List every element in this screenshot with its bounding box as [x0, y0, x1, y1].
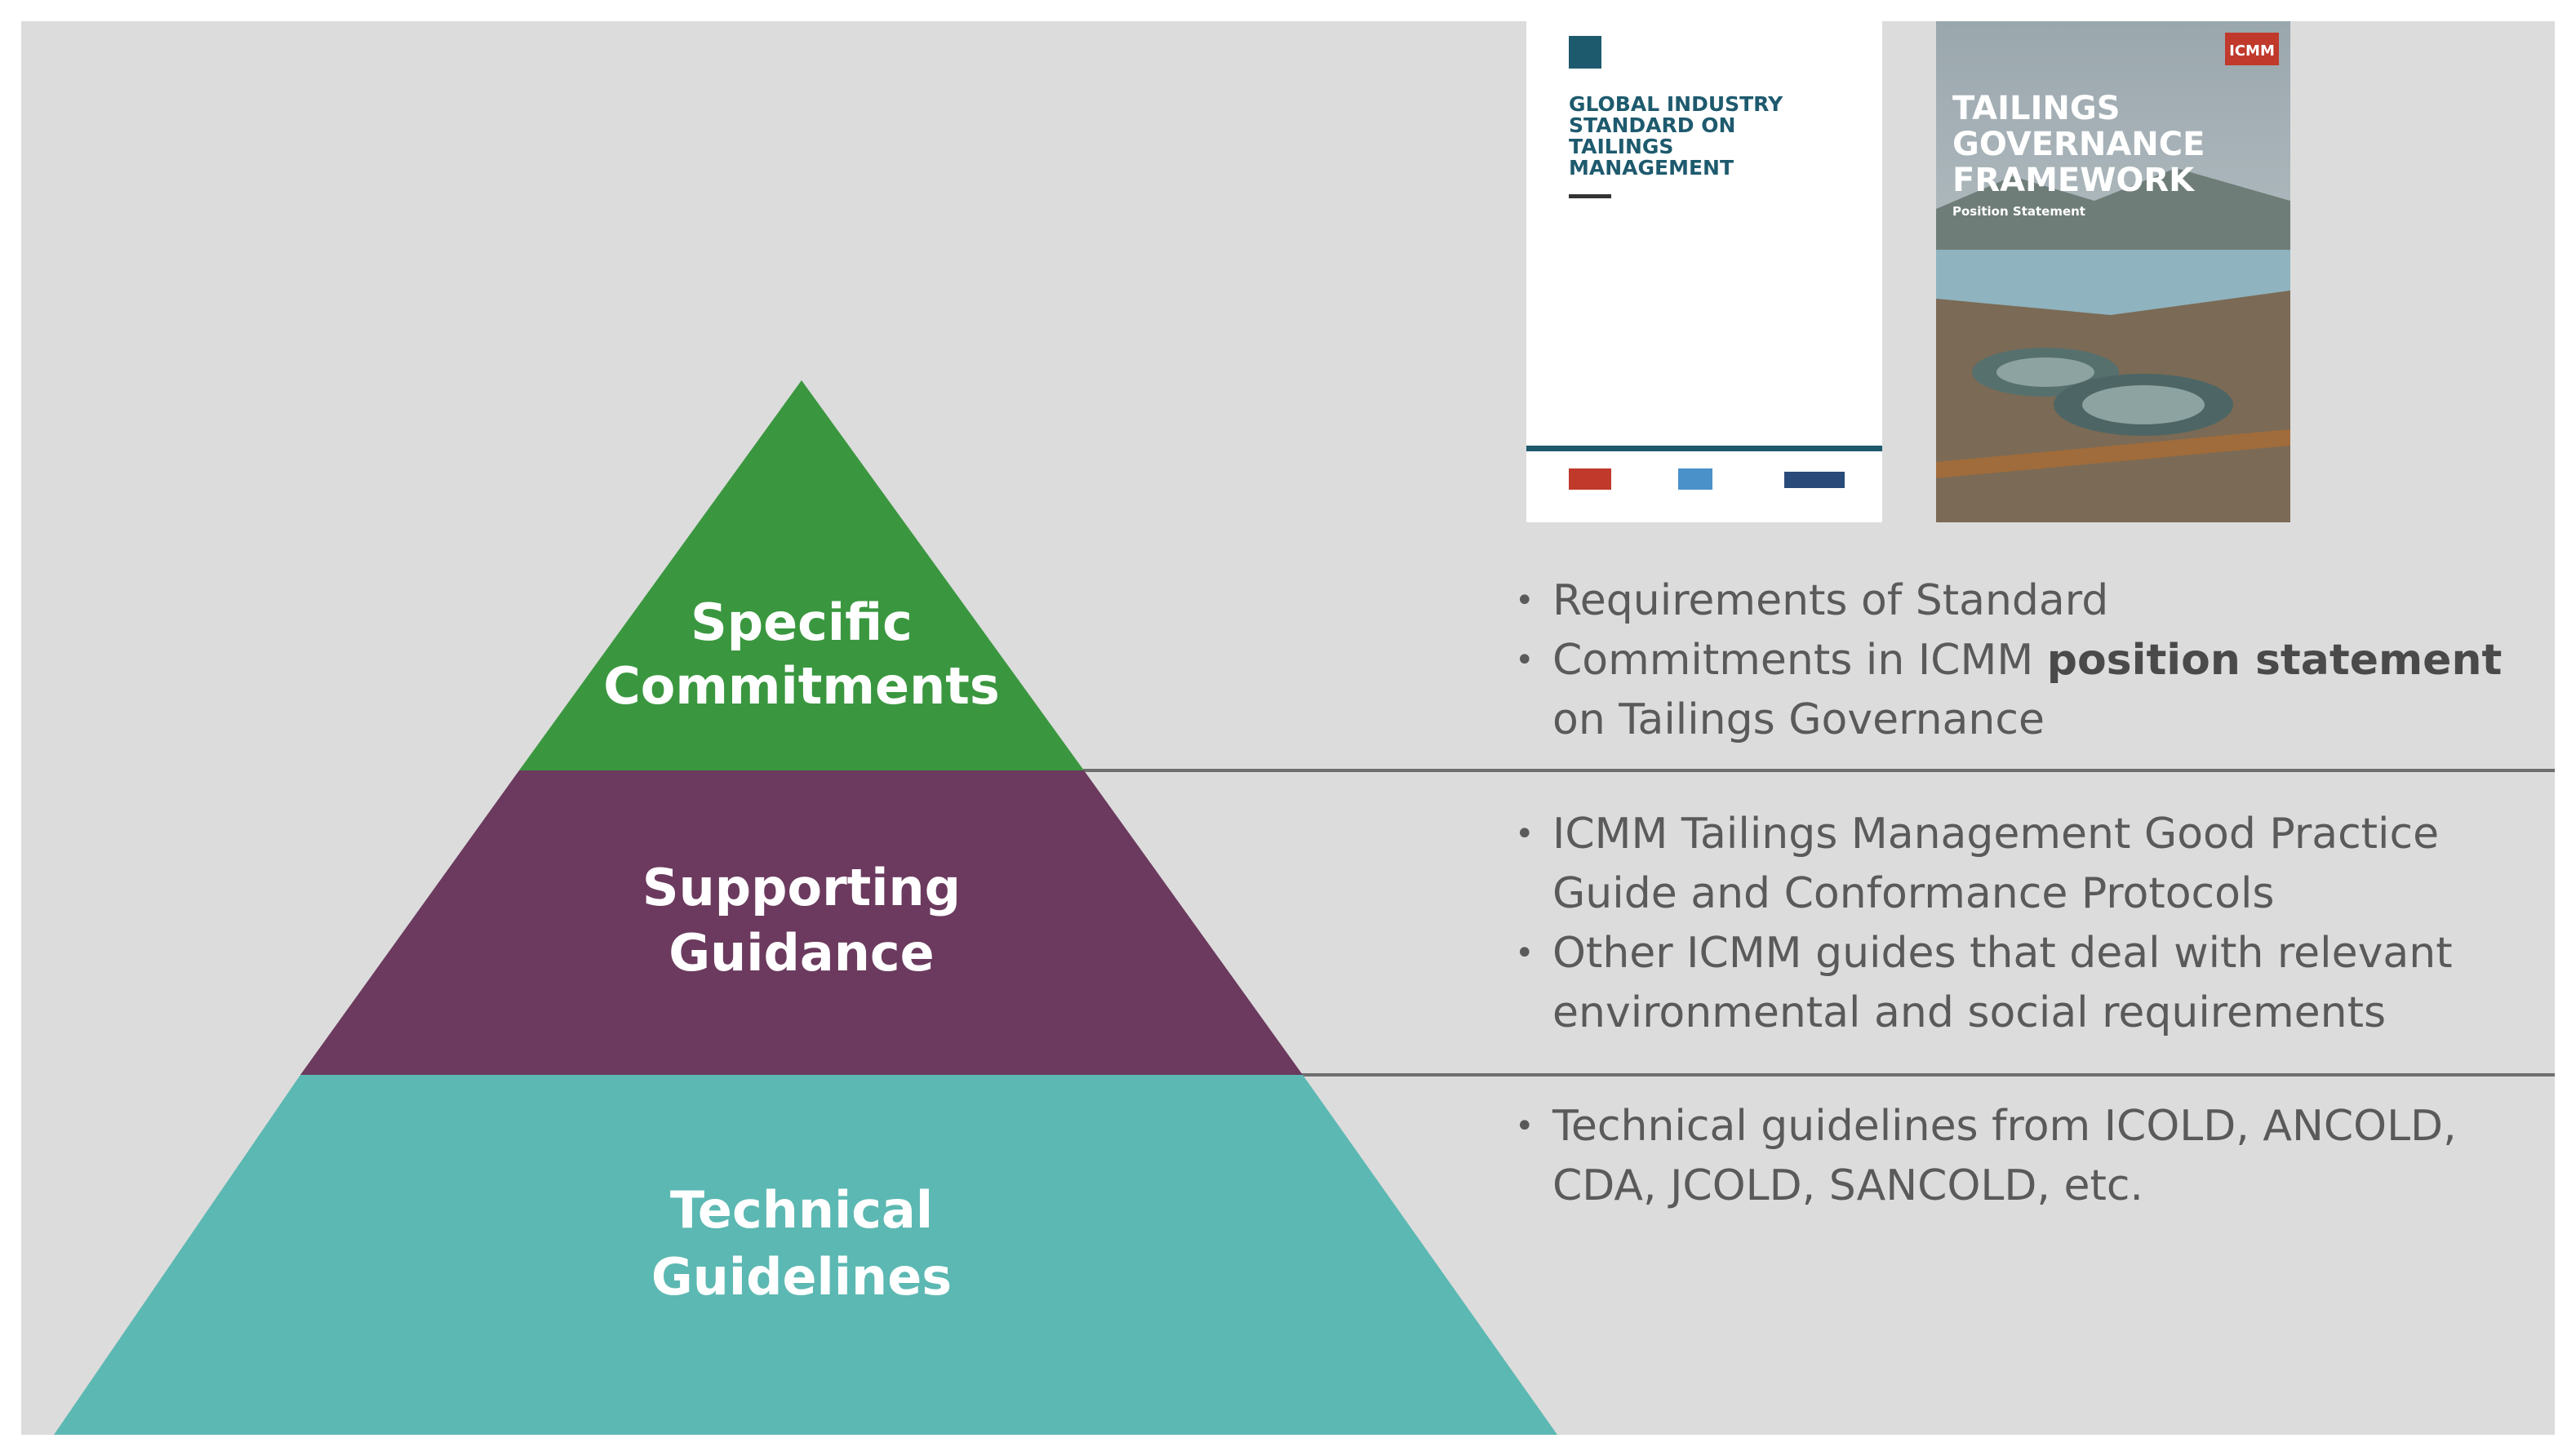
- bullets-technical-guidelines: Technical guidelines from ICOLD, ANCOLD,…: [1515, 1097, 2535, 1216]
- bullets-supporting-guidance: ICMM Tailings Management Good Practice G…: [1515, 805, 2535, 1043]
- bullet-item: Technical guidelines from ICOLD, ANCOLD,…: [1515, 1097, 2535, 1216]
- pyramid-tier-middle: [300, 770, 1303, 1075]
- bullet-text-bold: position statement: [2046, 636, 2503, 685]
- partner-logo-icon: [1569, 468, 1611, 490]
- icmm-logo-icon: [2225, 33, 2279, 65]
- framework-title-line1: TAILINGS: [1952, 90, 2121, 127]
- tier-top-label-line1: Specific: [691, 593, 913, 652]
- bullet-text-post: on Tailings Governance: [1552, 695, 2045, 744]
- bullets-specific-commitments: Requirements of Standard Commitments in …: [1515, 571, 2535, 750]
- bullet-text: Technical guidelines from ICOLD, ANCOLD,…: [1552, 1102, 2457, 1210]
- bullet-text: ICMM Tailings Management Good Practice G…: [1552, 810, 2440, 918]
- tier-bottom-label-line2: Guidelines: [651, 1247, 952, 1307]
- framework-title-line2: GOVERNANCE: [1952, 126, 2205, 163]
- bullet-text: Requirements of Standard: [1552, 576, 2109, 625]
- standard-title-line3: TAILINGS: [1569, 135, 1673, 158]
- framework-logo-text: ICMM: [2229, 42, 2275, 60]
- bullet-item: Other ICMM guides that deal with relevan…: [1515, 924, 2535, 1043]
- framework-document-cover: ICMM TAILINGS GOVERNANCE FRAMEWORK Posit…: [1936, 21, 2290, 522]
- pyramid-diagram: Specific Commitments Supporting Guidance…: [54, 21, 2555, 1435]
- tier-bottom-label-line1: Technical: [670, 1180, 933, 1240]
- pyramid-tier-bottom: [54, 1075, 1557, 1435]
- standard-logo-icon: [1569, 36, 1601, 69]
- pyramid-tier-top: [519, 380, 1084, 770]
- standard-title-line2: STANDARD ON: [1569, 113, 1735, 137]
- tier-middle-label-line2: Guidance: [668, 923, 934, 983]
- bullet-item: ICMM Tailings Management Good Practice G…: [1515, 805, 2535, 924]
- standard-title-line1: GLOBAL INDUSTRY: [1569, 92, 1783, 116]
- partner-logo-icon-3: [1784, 472, 1845, 488]
- framework-title-line3: FRAMEWORK: [1952, 162, 2196, 199]
- bullet-item: Commitments in ICMM position statement o…: [1515, 631, 2535, 750]
- bullet-item: Requirements of Standard: [1515, 571, 2535, 631]
- partner-logo-icon-2: [1678, 468, 1712, 490]
- standard-title-line4: MANAGEMENT: [1569, 156, 1734, 180]
- tier-middle-label-line1: Supporting: [642, 858, 961, 917]
- framework-subtitle: Position Statement: [1952, 204, 2085, 219]
- bullet-text-pre: Commitments in ICMM: [1552, 636, 2047, 685]
- tier-top-label-line2: Commitments: [603, 656, 1000, 716]
- bullet-text: Other ICMM guides that deal with relevan…: [1552, 929, 2453, 1037]
- diagram-panel: Specific Commitments Supporting Guidance…: [21, 21, 2555, 1435]
- standard-document-cover: GLOBAL INDUSTRY STANDARD ON TAILINGS MAN…: [1526, 21, 1882, 522]
